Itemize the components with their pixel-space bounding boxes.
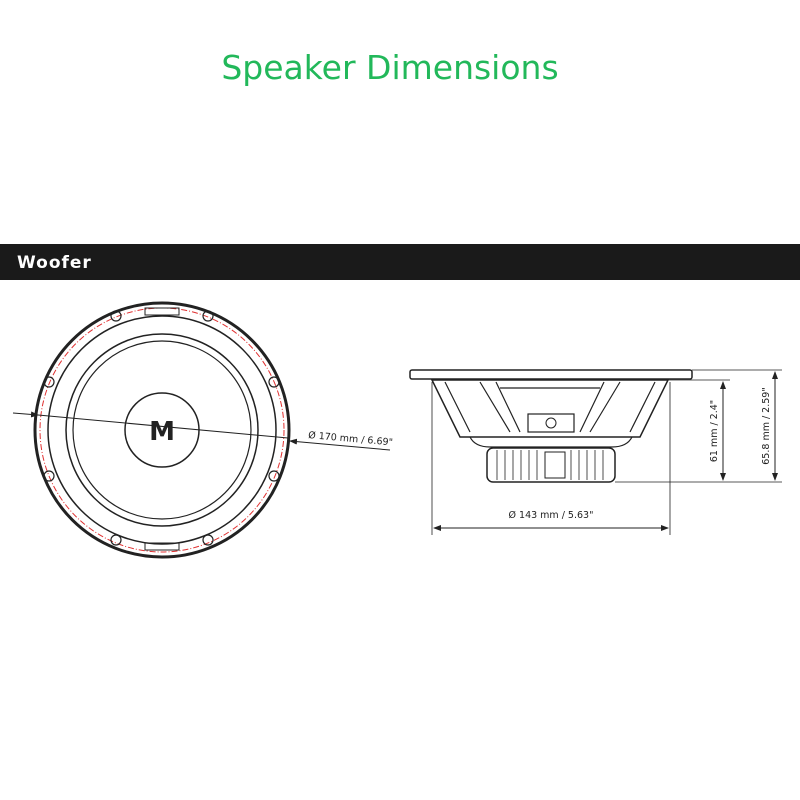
brand-logo: M [149,417,175,447]
magnet [486,447,616,483]
basket-ribs [444,381,656,433]
front-view: M [12,301,391,559]
outer-frame [33,301,291,559]
magnet-fins [496,450,604,480]
surround-outer [47,315,277,545]
top-tab [144,307,180,316]
front-diameter-label: Ø 170 mm / 6.69" [308,430,394,448]
page-title: Speaker Dimensions [221,48,559,87]
section-title: Woofer [17,253,92,273]
side-view [409,369,782,535]
depth-label: 61 mm / 2.4" [709,400,720,462]
bottom-tab [144,542,180,551]
flange [409,369,693,380]
terminals [527,413,575,433]
mount-holes [43,310,280,546]
basket [430,379,670,438]
section-banner: Woofer [0,244,800,280]
surround-inner [65,333,259,527]
cone-edge [72,340,252,520]
total-height-label: 65.8 mm / 2.59" [761,387,772,464]
width-label: Ø 143 mm / 5.63" [509,510,594,521]
